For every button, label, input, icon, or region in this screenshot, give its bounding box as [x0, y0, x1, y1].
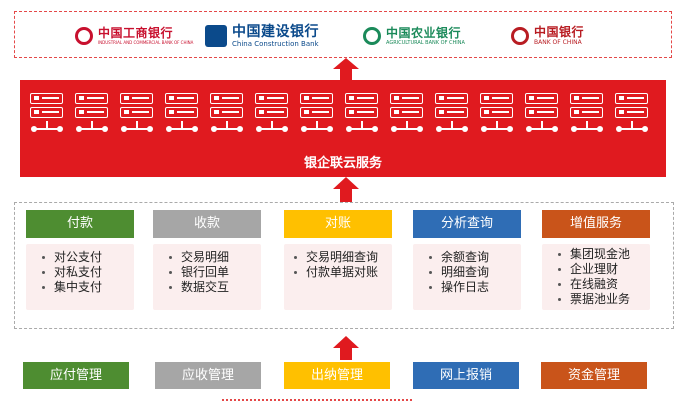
module-title: 分析查询 — [413, 210, 521, 238]
bank-name-en: INDUSTRIAL AND COMMERCIAL BANK OF CHINA — [98, 40, 194, 45]
list-item: 交易明细查询 — [292, 250, 392, 265]
list-item: 集中支付 — [40, 280, 134, 295]
module-body: 交易明细 银行回单 数据交互 — [153, 244, 261, 310]
up-arrow-icon — [333, 58, 359, 80]
list-item: 操作日志 — [427, 280, 521, 295]
module-analysis-query: 分析查询 余额查询 明细查询 操作日志 — [413, 210, 521, 310]
fund-management-button[interactable]: 资金管理 — [541, 362, 647, 389]
bank-name-cn: 中国建设银行 — [232, 23, 319, 40]
list-item: 对公支付 — [40, 250, 134, 265]
service-title: 银企联云服务 — [303, 156, 382, 171]
bank-name-cn: 中国工商银行 — [98, 26, 174, 40]
function-modules-box — [14, 202, 674, 329]
list-item: 在线融资 — [556, 277, 650, 292]
module-reconciliation: 对账 交易明细查询 付款单据对账 — [284, 210, 392, 310]
bank-logo-icbc: 中国工商银行 INDUSTRIAL AND COMMERCIAL BANK OF… — [75, 21, 193, 51]
module-body: 集团现金池 企业理财 在线融资 票据池业务 — [542, 244, 650, 310]
server-icon — [300, 93, 335, 135]
module-receipt: 收款 交易明细 银行回单 数据交互 — [153, 210, 261, 310]
list-item: 集团现金池 — [556, 247, 650, 262]
server-icon — [255, 93, 290, 135]
server-icon — [480, 93, 515, 135]
server-icon — [570, 93, 605, 135]
server-icon — [525, 93, 560, 135]
ccb-logo-icon — [205, 25, 227, 47]
bank-logo-boc: 中国银行 BANK OF CHINA — [511, 21, 584, 51]
bank-name-en: AGRICULTURAL BANK OF CHINA — [386, 39, 465, 46]
online-reimbursement-button[interactable]: 网上报销 — [413, 362, 519, 389]
server-icon — [75, 93, 110, 135]
list-item: 票据池业务 — [556, 292, 650, 307]
bank-name-cn: 中国农业银行 — [386, 25, 462, 40]
module-value-added: 增值服务 集团现金池 企业理财 在线融资 票据池业务 — [542, 210, 650, 310]
server-icon — [165, 93, 200, 135]
bank-name-en: BANK OF CHINA — [534, 39, 582, 46]
abc-logo-icon — [363, 27, 381, 45]
bank-logos-box: 中国工商银行 INDUSTRIAL AND COMMERCIAL BANK OF… — [14, 11, 672, 58]
icbc-logo-icon — [75, 27, 93, 45]
module-body: 交易明细查询 付款单据对账 — [284, 244, 392, 310]
list-item: 银行回单 — [167, 265, 261, 280]
module-payment: 付款 对公支付 对私支付 集中支付 — [26, 210, 134, 310]
bank-name-cn: 中国银行 — [534, 25, 585, 39]
list-item: 企业理财 — [556, 262, 650, 277]
module-title: 收款 — [153, 210, 261, 238]
bank-logo-abc: 中国农业银行 AGRICULTURAL BANK OF CHINA — [363, 21, 465, 51]
bank-enterprise-cloud-service: 银企联云服务 — [20, 80, 666, 177]
dotted-divider — [222, 399, 412, 401]
up-arrow-icon — [333, 177, 359, 202]
cashier-management-button[interactable]: 出纳管理 — [284, 362, 390, 389]
list-item: 余额查询 — [427, 250, 521, 265]
bank-name-en: China Construction Bank — [232, 39, 319, 48]
accounts-payable-button[interactable]: 应付管理 — [23, 362, 129, 389]
list-item: 数据交互 — [167, 280, 261, 295]
module-title: 付款 — [26, 210, 134, 238]
module-body: 对公支付 对私支付 集中支付 — [26, 244, 134, 310]
boc-logo-icon — [511, 27, 529, 45]
bank-logo-ccb: 中国建设银行 China Construction Bank — [205, 21, 319, 51]
module-title: 增值服务 — [542, 210, 650, 238]
server-icon — [345, 93, 380, 135]
server-icon — [30, 93, 65, 135]
server-icon — [435, 93, 470, 135]
server-icon — [615, 93, 650, 135]
module-body: 余额查询 明细查询 操作日志 — [413, 244, 521, 310]
server-icon — [120, 93, 155, 135]
server-icon — [210, 93, 245, 135]
module-title: 对账 — [284, 210, 392, 238]
list-item: 明细查询 — [427, 265, 521, 280]
list-item: 付款单据对账 — [292, 265, 392, 280]
list-item: 对私支付 — [40, 265, 134, 280]
list-item: 交易明细 — [167, 250, 261, 265]
accounts-receivable-button[interactable]: 应收管理 — [155, 362, 261, 389]
server-icon — [390, 93, 425, 135]
up-arrow-icon — [333, 336, 359, 360]
